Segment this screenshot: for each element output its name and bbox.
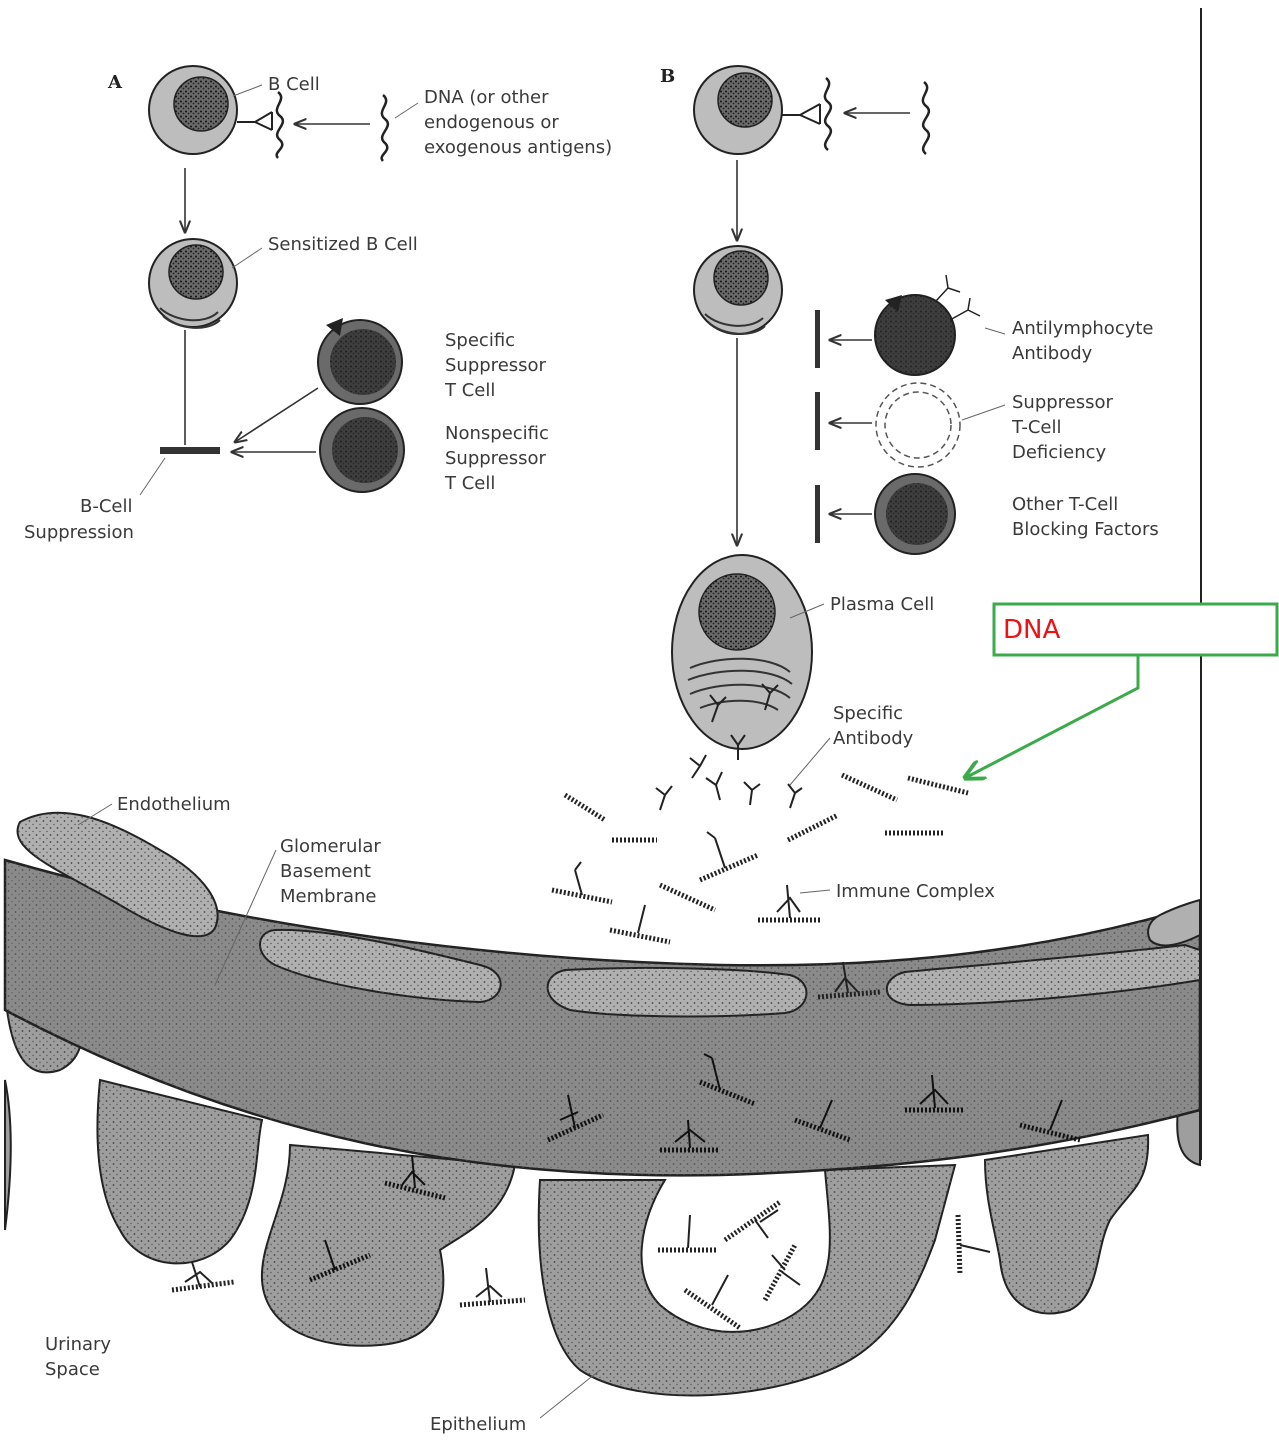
sensitized-b-cell-b	[694, 246, 782, 334]
panel-a-header: A	[107, 72, 123, 93]
label-dna-line2: endogenous or	[424, 112, 559, 133]
panel-a: A B Cell DNA (or other endogenous or exo…	[24, 66, 612, 543]
label-nonspecific-2: Suppressor	[445, 448, 547, 469]
label-sensitized: Sensitized B Cell	[268, 234, 418, 255]
label-deficiency-1: Suppressor	[1012, 392, 1114, 413]
label-plasma: Plasma Cell	[830, 594, 934, 615]
block-bar-1	[815, 310, 820, 368]
label-deficiency-2: T-Cell	[1011, 417, 1061, 438]
glomerular-tissue	[5, 813, 1200, 1396]
plasma-cell	[672, 555, 812, 749]
panel-b-header: B	[660, 66, 675, 87]
label-dna-line1: DNA (or other	[424, 87, 549, 108]
b-cell-a	[149, 66, 283, 158]
label-gbm-3: Membrane	[280, 886, 376, 907]
label-antilymph-1: Antilymphocyte	[1012, 318, 1154, 339]
label-specific-antibody-2: Antibody	[833, 728, 914, 749]
antilymphocyte-cell	[875, 275, 980, 375]
label-specific-1: Specific	[445, 330, 515, 351]
specific-suppressor-t-cell	[318, 318, 402, 404]
block-bar-3	[815, 485, 820, 543]
label-gbm-1: Glomerular	[280, 836, 381, 857]
callout-arrow	[965, 655, 1138, 778]
label-blocking-2: Blocking Factors	[1012, 519, 1159, 540]
label-endothelium: Endothelium	[117, 794, 231, 815]
suppression-bar	[160, 447, 220, 454]
label-immune-complex: Immune Complex	[836, 881, 995, 902]
label-urinary-1: Urinary	[45, 1334, 111, 1355]
dna-strand-b	[923, 82, 929, 154]
label-dna-line3: exogenous antigens)	[424, 137, 612, 158]
label-epithelium: Epithelium	[430, 1414, 526, 1435]
deficient-t-cell	[876, 383, 960, 467]
label-urinary-2: Space	[45, 1359, 100, 1380]
label-blocking-1: Other T-Cell	[1012, 494, 1118, 515]
dna-callout: DNA	[965, 604, 1277, 778]
label-gbm-2: Basement	[280, 861, 371, 882]
label-antilymph-2: Antibody	[1012, 343, 1093, 364]
nonspecific-suppressor-t-cell	[320, 408, 404, 492]
label-suppression-1: B-Cell	[80, 496, 133, 517]
label-b-cell: B Cell	[268, 74, 320, 95]
label-specific-2: Suppressor	[445, 355, 547, 376]
label-suppression-2: Suppression	[24, 522, 134, 543]
blocking-t-cell	[875, 474, 955, 554]
sensitized-b-cell	[149, 239, 237, 328]
label-deficiency-3: Deficiency	[1012, 442, 1107, 463]
label-nonspecific-3: T Cell	[444, 473, 495, 494]
b-cell-b	[694, 66, 831, 154]
panel-b: B Antilym	[660, 66, 1159, 785]
block-bar-2	[815, 392, 820, 450]
arrow-specific-to-bar	[235, 388, 318, 442]
label-specific-antibody-1: Specific	[833, 703, 903, 724]
label-nonspecific-1: Nonspecific	[445, 423, 549, 444]
dna-strand-a	[382, 95, 388, 161]
callout-label: DNA	[1003, 615, 1060, 645]
label-specific-3: T Cell	[444, 380, 495, 401]
